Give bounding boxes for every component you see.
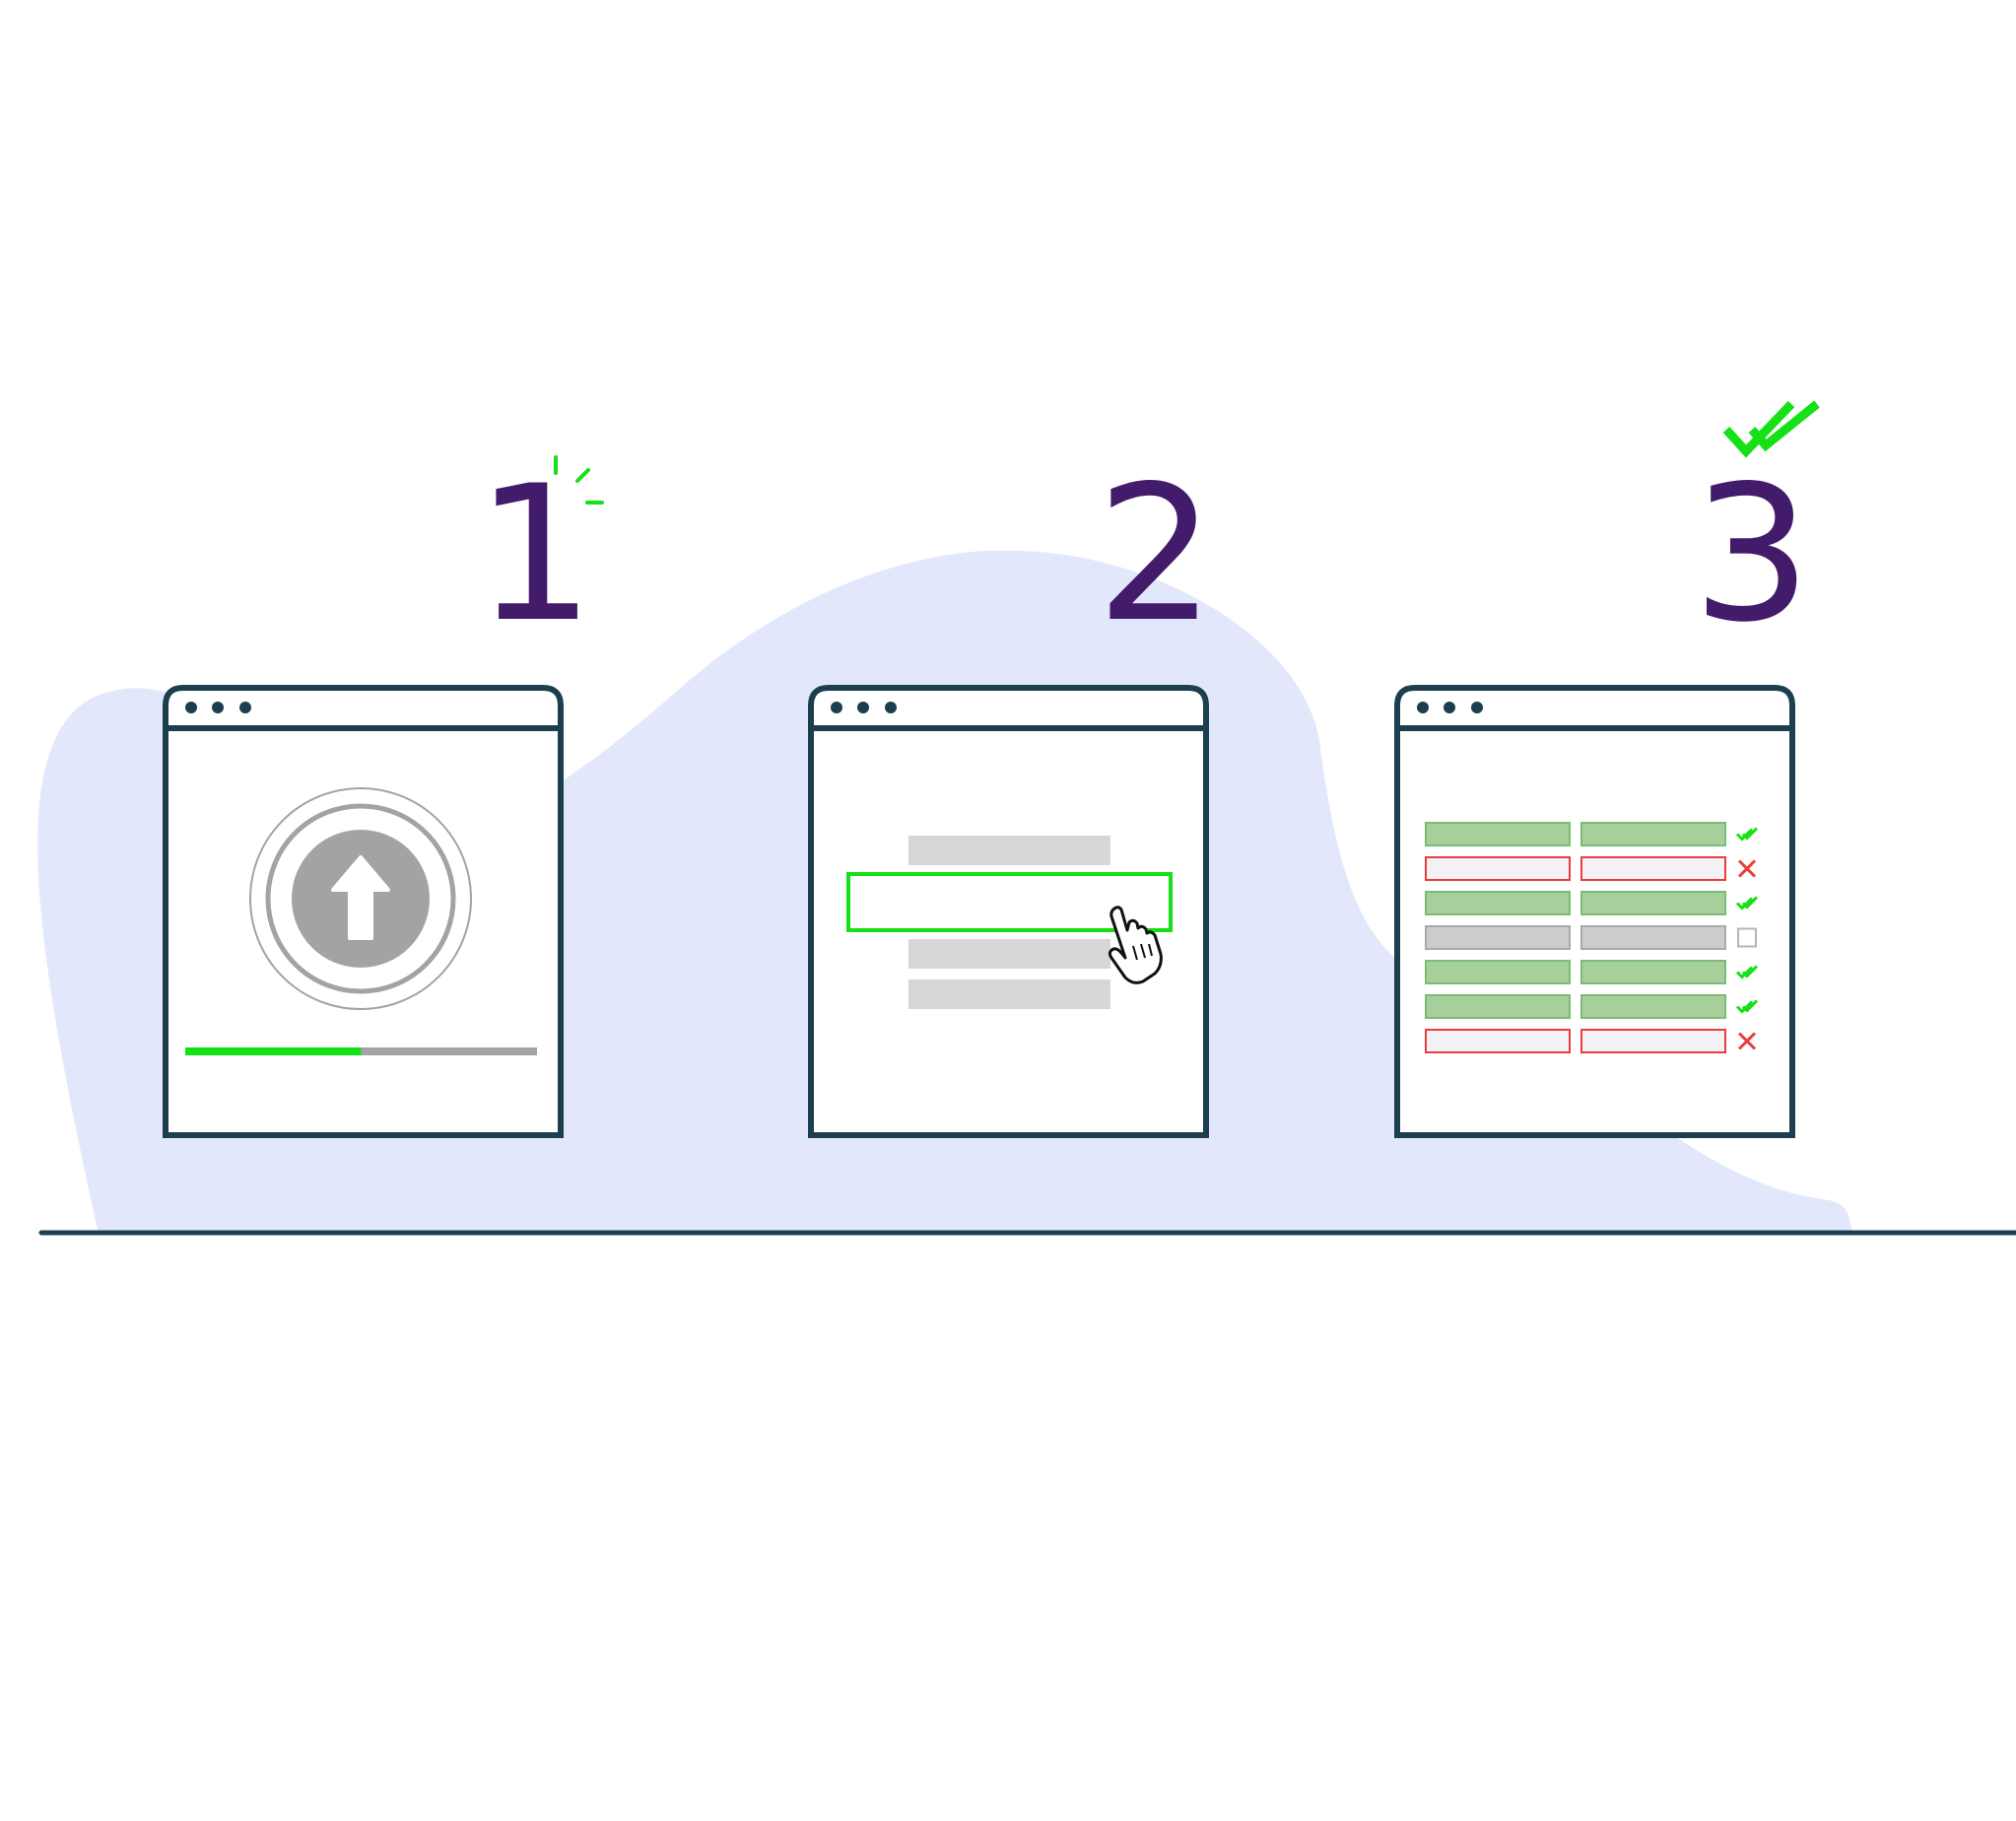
window-dot [1417, 702, 1429, 713]
table-cell [1580, 891, 1726, 915]
double-check-icon [1735, 827, 1759, 842]
validate-window [1394, 685, 1795, 1138]
step-number-1: 1 [475, 445, 595, 663]
validation-table [1425, 822, 1759, 1053]
hand-pointer-icon [1108, 906, 1163, 984]
table-cell [1580, 960, 1726, 984]
table-row [1425, 960, 1759, 984]
upload-progress-fill [185, 1047, 362, 1055]
table-cell [1580, 822, 1726, 846]
table-row [1425, 891, 1759, 915]
step-number-2: 2 [1096, 445, 1216, 663]
window-dot [831, 702, 842, 713]
window-dot [185, 702, 197, 713]
double-check-icon [1735, 896, 1759, 910]
table-cell [1580, 994, 1726, 1019]
table-row [1425, 994, 1759, 1019]
table-cell [1425, 960, 1571, 984]
double-check-icon [1735, 965, 1759, 979]
table-row [1425, 822, 1759, 846]
table-cell [1425, 822, 1571, 846]
list-item-placeholder[interactable] [908, 836, 1110, 865]
table-cell [1425, 891, 1571, 915]
sparkle-icon [554, 455, 604, 505]
window-dot [239, 702, 251, 713]
table-cell [1580, 1029, 1726, 1053]
table-cell [1580, 925, 1726, 950]
table-row [1425, 1029, 1757, 1053]
double-check-icon [1735, 999, 1759, 1014]
table-cell [1425, 925, 1571, 950]
cross-icon [1737, 1032, 1757, 1050]
table-cell [1425, 994, 1571, 1019]
cross-icon [1737, 859, 1757, 878]
list-item-placeholder[interactable] [908, 939, 1110, 969]
table-row [1425, 925, 1757, 950]
window-dot [1444, 702, 1455, 713]
upload-arrow-icon [331, 855, 390, 940]
table-row [1425, 856, 1757, 881]
upload-window [163, 685, 564, 1138]
select-window [808, 685, 1209, 1138]
upload-button[interactable] [249, 787, 472, 1010]
window-dot [857, 702, 869, 713]
table-cell [1580, 856, 1726, 881]
window-dot [885, 702, 897, 713]
step-number-3: 3 [1692, 445, 1812, 663]
double-check-icon [1722, 400, 1820, 458]
table-cell [1425, 1029, 1571, 1053]
window-dot [212, 702, 224, 713]
window-dot [1471, 702, 1483, 713]
empty-checkbox-icon [1737, 927, 1757, 948]
table-cell [1425, 856, 1571, 881]
list-item-placeholder[interactable] [908, 979, 1110, 1009]
